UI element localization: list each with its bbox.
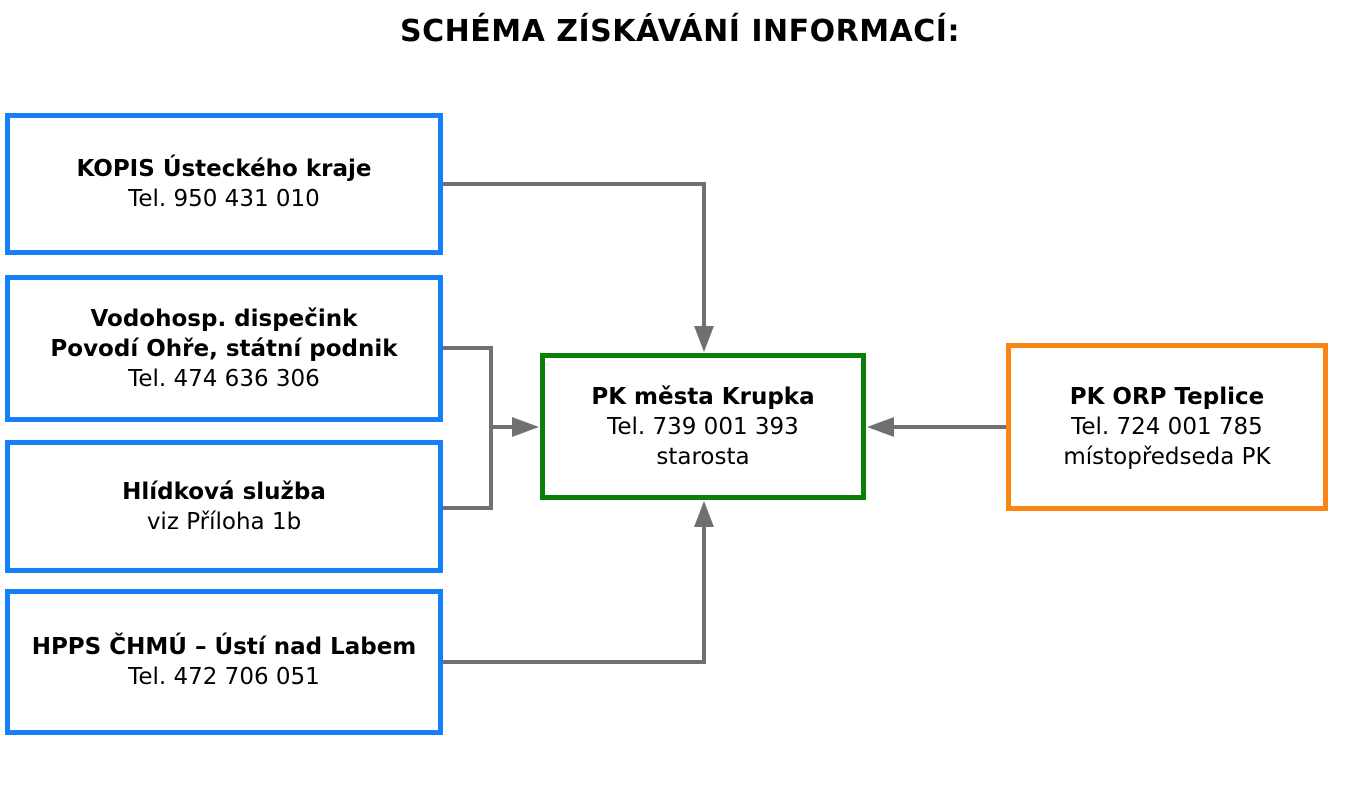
node-kopis-name: KOPIS Ústeckého kraje (76, 156, 372, 182)
node-teplice: PK ORP Teplice Tel. 724 001 785 místopře… (1006, 343, 1328, 511)
connector-kopis-krupka (443, 182, 706, 328)
node-hpps-name: HPPS ČHMÚ – Ústí nad Labem (31, 634, 417, 660)
arrowhead-krupka-bottom (694, 501, 714, 527)
connector-vodo-bracket (443, 346, 493, 510)
arrowhead-krupka-right (867, 417, 894, 437)
node-krupka-phone: Tel. 739 001 393 (607, 413, 799, 440)
node-hlidka: Hlídková služba viz Příloha 1b (5, 440, 443, 573)
node-krupka-name: PK města Krupka (591, 383, 815, 410)
node-krupka-role: starosta (656, 443, 750, 470)
node-hlidka-name: Hlídková služba (122, 478, 326, 505)
node-kopis-phone: Tel. 950 431 010 (128, 186, 320, 212)
node-hlidka-ref: viz Příloha 1b (146, 508, 302, 535)
node-hpps: HPPS ČHMÚ – Ústí nad Labem Tel. 472 706 … (5, 589, 443, 735)
node-vodohosp-name: Vodohosp. dispečink (90, 305, 358, 332)
node-hpps-phone: Tel. 472 706 051 (128, 664, 320, 690)
diagram-title: SCHÉMA ZÍSKÁVÁNÍ INFORMACÍ: (400, 14, 960, 49)
node-vodohosp: Vodohosp. dispečink Povodí Ohře, státní … (5, 275, 443, 422)
node-vodohosp-org: Povodí Ohře, státní podnik (50, 335, 398, 362)
node-kopis: KOPIS Ústeckého kraje Tel. 950 431 010 (5, 113, 443, 255)
arrowhead-krupka-top (694, 326, 714, 352)
node-vodohosp-phone: Tel. 474 636 306 (128, 365, 320, 392)
node-teplice-role: místopředseda PK (1063, 444, 1271, 470)
node-teplice-phone: Tel. 724 001 785 (1071, 414, 1263, 440)
connector-hpps-krupka (443, 525, 706, 664)
node-teplice-name: PK ORP Teplice (1069, 384, 1265, 410)
node-krupka: PK města Krupka Tel. 739 001 393 starost… (540, 353, 866, 500)
arrowhead-krupka-left (512, 417, 539, 437)
